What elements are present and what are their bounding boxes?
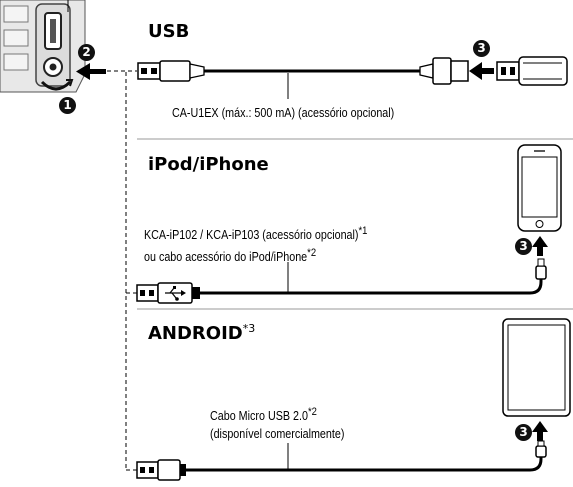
android-cable-caption: Cabo Micro USB 2.0*2 (disponível comerci… (210, 406, 345, 442)
android-tablet (502, 318, 571, 417)
usb-extension-cable (137, 57, 469, 85)
head-unit-illustration (0, 0, 86, 93)
insert-arrow-android (532, 421, 548, 441)
step-1-badge: 1 (59, 97, 76, 114)
usb-flash-drive (496, 56, 568, 86)
usb-cable-caption: CA-U1EX (máx.: 500 mA) (acessório opcion… (172, 106, 395, 120)
android-footnote-mark: *3 (242, 322, 256, 335)
step-3-badge-iphone: 3 (515, 238, 532, 255)
micro-usb-cable (136, 440, 547, 481)
iphone-device (517, 144, 562, 232)
usb-section-title: USB (148, 21, 190, 42)
step-3-badge-usb: 3 (473, 40, 490, 57)
android-cable-footnote: *2 (307, 406, 317, 418)
ipod-cable-footnote-1: *1 (358, 225, 368, 237)
step-3-badge-android: 3 (515, 424, 532, 441)
insert-arrow-iphone (532, 236, 548, 256)
android-section-title: ANDROID*3 (148, 322, 256, 344)
insert-arrow-left (76, 63, 106, 80)
ipod-cable-caption: KCA-iP102 / KCA-iP103 (acessório opciona… (144, 225, 368, 265)
lightning-cable (136, 258, 547, 304)
step-2-badge: 2 (78, 44, 95, 61)
ipod-cable-footnote-2: *2 (307, 247, 317, 260)
ipod-section-title: iPod/iPhone (148, 154, 269, 175)
insert-arrow-usb (469, 62, 494, 80)
